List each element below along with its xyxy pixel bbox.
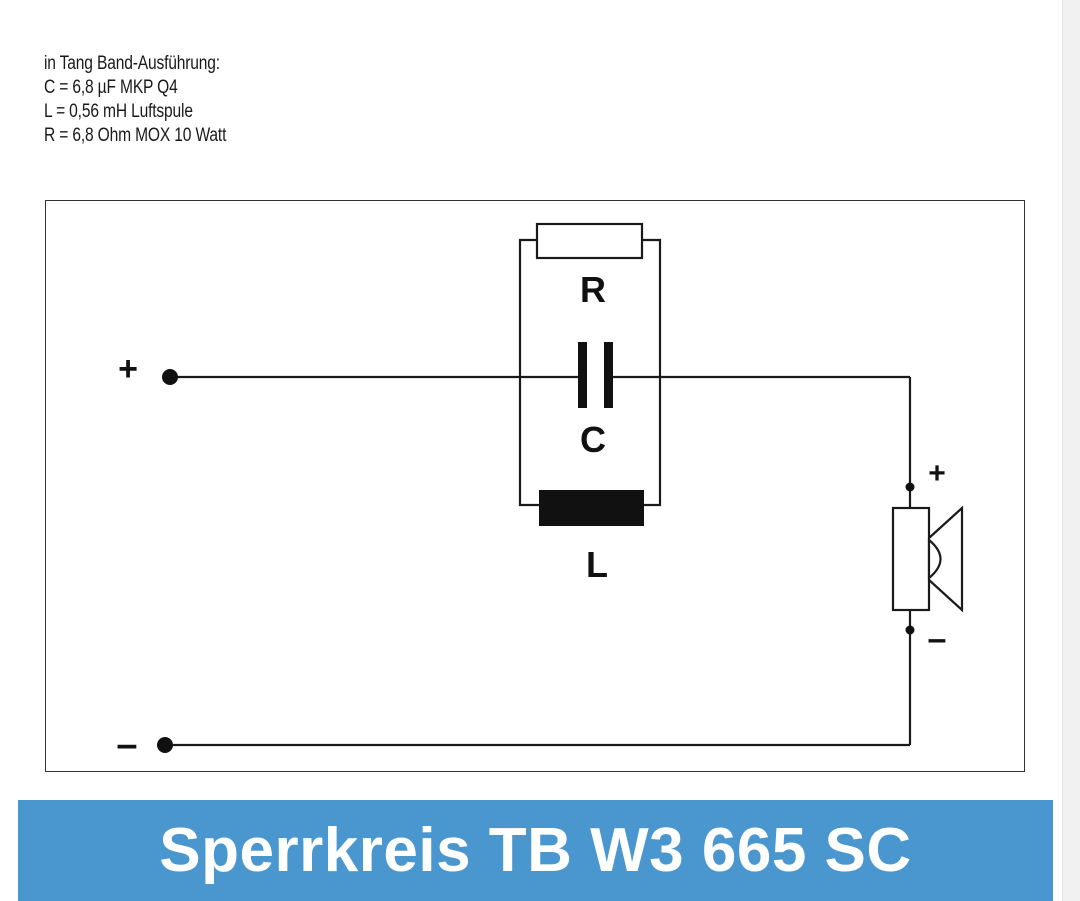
capacitor-plate-right	[604, 342, 613, 408]
speaker-minus-terminal	[905, 625, 915, 635]
inductor-symbol	[539, 490, 644, 526]
inductor-spec: L = 0,56 mH Luftspule	[44, 101, 193, 122]
capacitor-spec: C = 6,8 µF MKP Q4	[44, 77, 178, 98]
component-notes: in Tang Band-Ausführung: C = 6,8 µF MKP …	[44, 52, 388, 148]
parallel-left-rail	[518, 238, 540, 507]
speaker-plus-terminal	[905, 482, 915, 492]
input-minus-label: –	[116, 724, 137, 766]
resistor-label: R	[580, 269, 606, 310]
speaker-minus-label: –	[928, 620, 947, 658]
speaker-symbol	[891, 482, 964, 635]
resistor-symbol	[535, 222, 644, 260]
scrollbar-track[interactable]	[1062, 0, 1080, 901]
speaker-plus-label: +	[928, 457, 946, 490]
capacitor-label: C	[580, 419, 606, 460]
input-plus-label: +	[118, 350, 138, 388]
inductor-label: L	[586, 544, 608, 585]
input-plus-terminal	[162, 369, 178, 385]
parallel-right-rail	[642, 238, 662, 507]
capacitor-plate-left	[578, 342, 587, 408]
input-minus-terminal	[157, 737, 173, 753]
resistor-spec: R = 6,8 Ohm MOX 10 Watt	[44, 125, 227, 146]
diagram-frame	[45, 200, 1025, 772]
notes-heading: in Tang Band-Ausführung:	[44, 53, 220, 74]
title-banner: Sperrkreis TB W3 665 SC	[18, 800, 1053, 901]
banner-title: Sperrkreis TB W3 665 SC	[159, 816, 912, 885]
